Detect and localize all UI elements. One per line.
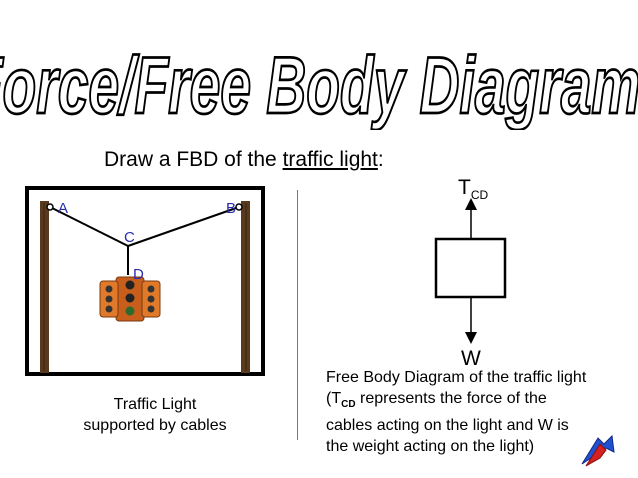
free-body-diagram: TCD W: [434, 176, 507, 370]
label-c: C: [124, 229, 135, 246]
title-graphic: Force/Free Body Diagrams: [0, 38, 638, 130]
tension-symbol: T: [458, 176, 471, 199]
label-a: A: [58, 200, 68, 217]
cable-ac: [49, 206, 129, 247]
traffic-light-link[interactable]: traffic light: [282, 148, 378, 171]
ring-b: [235, 203, 243, 211]
traffic-light-scene: A B C D: [25, 186, 265, 376]
traffic-light: [99, 276, 161, 322]
fbd-description-line2-pre: (T: [326, 390, 342, 407]
weight-label: W: [461, 347, 481, 370]
scene-caption-line2: supported by cables: [83, 417, 227, 434]
fbd-description-line2: (TCD represents the force of the: [326, 388, 626, 415]
next-slide-arrow-icon[interactable]: [578, 432, 618, 468]
vertical-divider: [297, 190, 298, 440]
tension-label: TCD: [458, 176, 488, 202]
fbd-description: Free Body Diagram of the traffic light (…: [326, 367, 626, 457]
label-d: D: [133, 266, 144, 283]
fbd-description-line3: cables acting on the light and W is: [326, 417, 569, 435]
fbd-description-line2-post: represents the force of the: [355, 390, 547, 407]
ring-a: [46, 203, 54, 211]
fbd-description-line4: the weight acting on the light): [326, 438, 535, 456]
page-title: Force/Free Body Diagrams: [0, 40, 638, 130]
scene-caption: Traffic Light supported by cables: [60, 394, 250, 436]
tension-subscript: CD: [471, 188, 489, 202]
prompt-before: Draw a FBD of the: [104, 148, 283, 171]
fbd-description-line2-sub: CD: [341, 399, 356, 411]
scene-caption-line1: Traffic Light: [113, 396, 197, 413]
cable-cb: [127, 206, 240, 247]
label-b: B: [226, 200, 236, 217]
prompt-after: :: [377, 148, 384, 171]
prompt-text: Draw a FBD of the traffic light:: [104, 148, 384, 172]
body-box: [434, 237, 507, 299]
fbd-description-line1: Free Body Diagram of the traffic light: [326, 369, 587, 386]
